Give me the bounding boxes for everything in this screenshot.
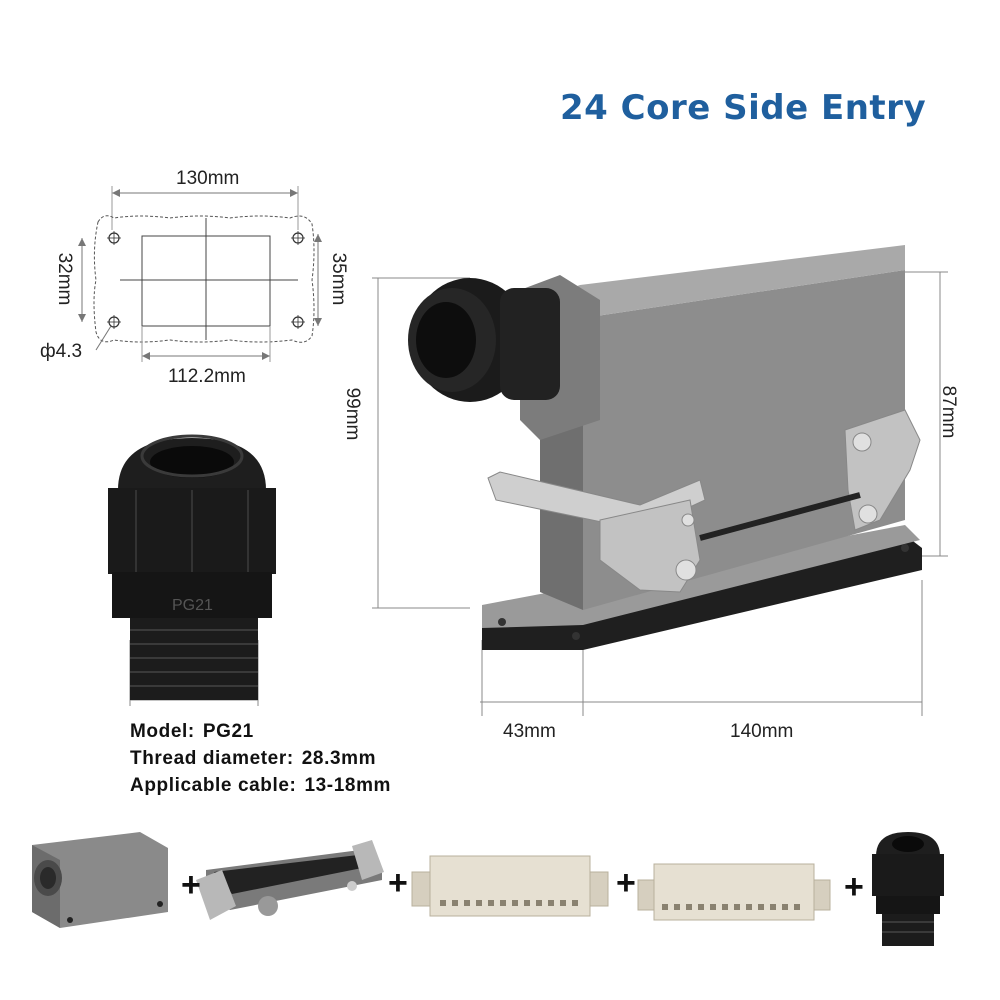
drawing-width-label: 130mm	[176, 168, 240, 189]
plus-sign-3: +	[616, 864, 636, 902]
hole-diameter-label: ф4.3	[40, 341, 83, 362]
specs-block: Model: PG21 Thread diameter: 28.3mm Applic…	[130, 718, 391, 799]
kit-base	[196, 840, 384, 920]
spec-cable: Applicable cable: 13-18mm	[130, 772, 391, 799]
spec-model-value: PG21	[202, 721, 254, 742]
gland-marking: PG21	[172, 597, 213, 614]
kit-insert-female	[637, 863, 831, 921]
drawing-inner-width-label: 112.2mm	[168, 366, 246, 387]
housing-depth-label: 43mm	[503, 721, 556, 742]
plus-sign-4: +	[844, 868, 864, 906]
plus-sign-1: +	[181, 866, 201, 904]
kit-housing	[32, 832, 168, 928]
spec-model: Model: PG21	[130, 718, 391, 745]
spec-thread-key: Thread diameter:	[130, 748, 294, 769]
kit-cable-gland	[872, 832, 944, 946]
housing-length-label: 140mm	[730, 721, 794, 742]
spec-cable-value: 13-18mm	[304, 775, 392, 796]
page-title: 24 Core Side Entry	[560, 88, 927, 128]
plus-sign-2: +	[388, 864, 408, 902]
spec-thread: Thread diameter: 28.3mm	[130, 745, 391, 772]
spec-thread-value: 28.3mm	[301, 748, 377, 769]
spec-cable-key: Applicable cable:	[130, 775, 297, 796]
kit-insert-male	[411, 855, 609, 917]
spec-model-key: Model:	[130, 721, 195, 742]
